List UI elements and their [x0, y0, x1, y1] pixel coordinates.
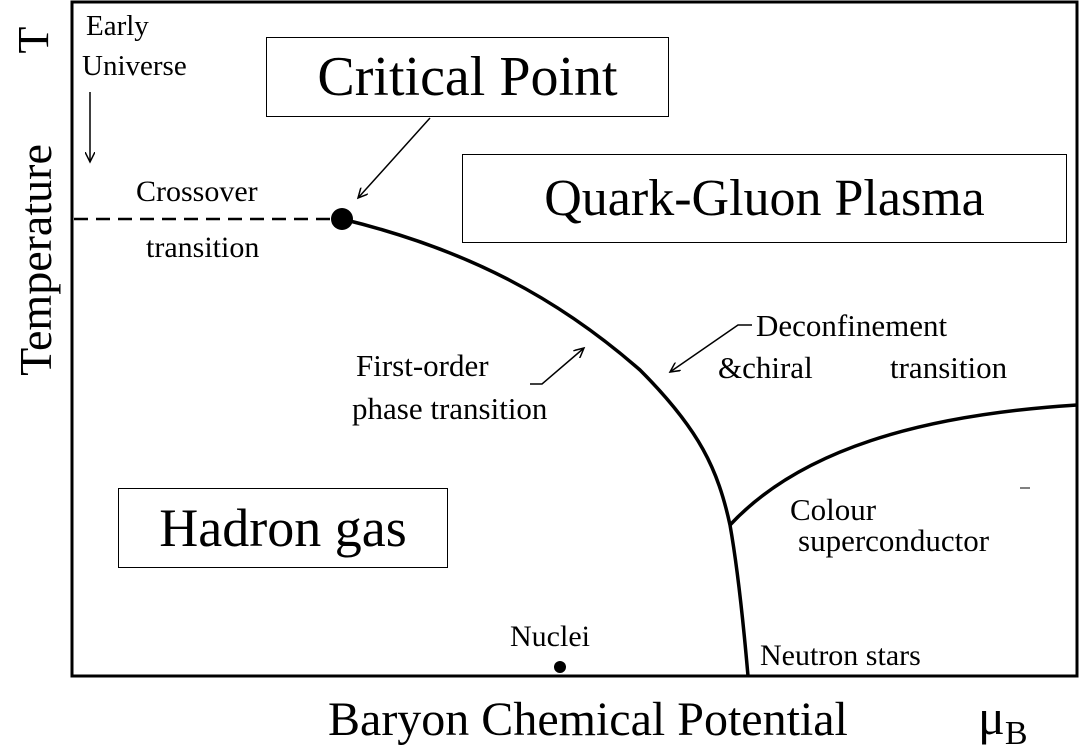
crossover-label-line2: transition — [146, 231, 260, 264]
early-universe-label-line1: Early — [86, 10, 149, 42]
nuclei-dot — [554, 661, 566, 673]
first-order-label-line2: phase transition — [352, 391, 548, 426]
plot-frame — [70, 0, 1079, 678]
y-axis-symbol: T — [9, 26, 58, 54]
hadron-gas-box: Hadron gas — [118, 488, 448, 568]
deconfinement-label-line2a: &chiral — [718, 350, 813, 385]
first-order-arrow — [530, 348, 584, 385]
neutron-stars-label: Neutron stars — [760, 639, 921, 672]
qgp-box: Quark-Gluon Plasma — [462, 154, 1067, 243]
x-axis-subscript: B — [1004, 715, 1028, 752]
deconfinement-label-line1: Deconfinement — [756, 308, 948, 343]
colour-superconductor-boundary — [728, 403, 1078, 527]
critical-point-dot — [331, 208, 353, 230]
hadron-gas-label: Hadron gas — [159, 498, 407, 558]
crossover-label-line1: Crossover — [136, 175, 258, 208]
early-universe-label-line2: Universe — [82, 50, 187, 82]
deconfinement-label-line2b: transition — [890, 350, 1008, 385]
critical-point-box: Critical Point — [266, 37, 669, 117]
deconfinement-arrow — [670, 324, 752, 372]
phase-boundary-curve — [341, 217, 750, 677]
y-axis-label: Temperature — [10, 144, 61, 376]
x-axis-mu: μ — [978, 689, 1005, 745]
first-order-label-line1: First-order — [356, 348, 489, 383]
x-axis-symbol: μB — [978, 689, 1028, 751]
critical-point-arrow — [358, 117, 431, 198]
qgp-label: Quark-Gluon Plasma — [544, 170, 985, 227]
critical-point-label: Critical Point — [317, 46, 618, 108]
colour-superconductor-line1: Colour — [790, 492, 877, 527]
colour-superconductor-line2: superconductor — [798, 523, 990, 558]
x-axis-label: Baryon Chemical Potential — [328, 693, 848, 746]
nuclei-label: Nuclei — [510, 620, 590, 653]
